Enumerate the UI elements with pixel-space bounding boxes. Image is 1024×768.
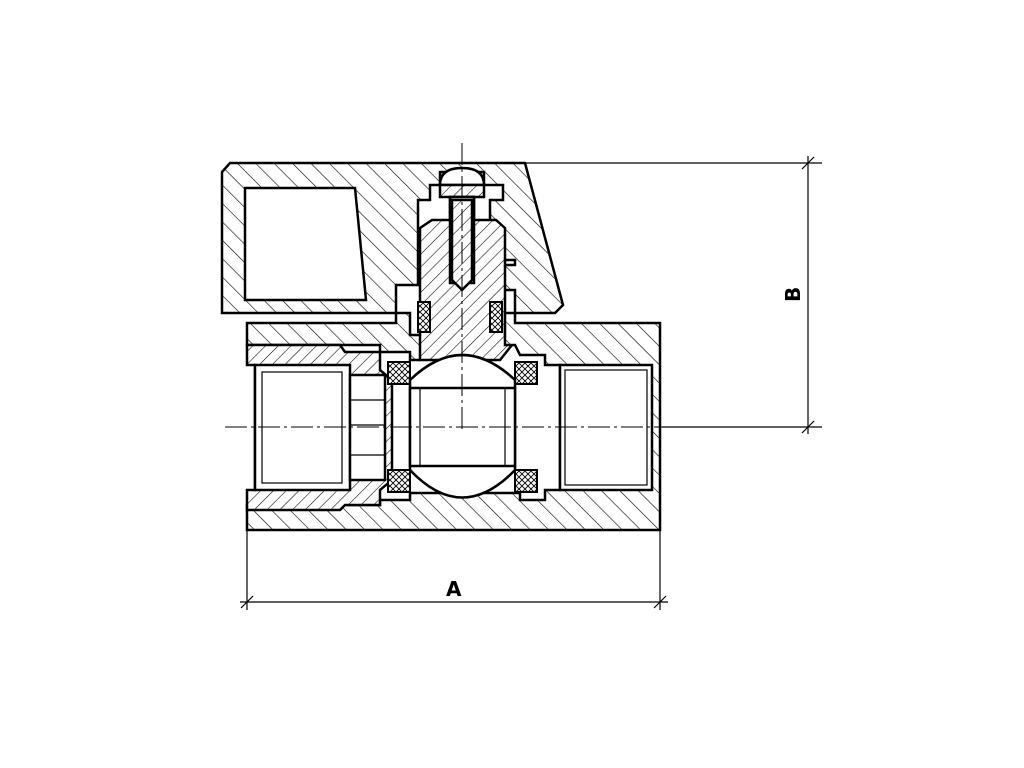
stem-o-rings — [417, 301, 503, 333]
valve-stem — [408, 195, 514, 377]
center-lines — [225, 143, 680, 430]
dimension-a: A — [240, 530, 668, 610]
valve-handle — [220, 161, 565, 315]
dimension-b: B — [525, 156, 822, 434]
dimension-a-label: A — [446, 577, 462, 601]
ball-seats — [387, 361, 538, 493]
dimension-b-label: B — [781, 287, 805, 302]
handle-grip-cutout — [243, 186, 368, 302]
